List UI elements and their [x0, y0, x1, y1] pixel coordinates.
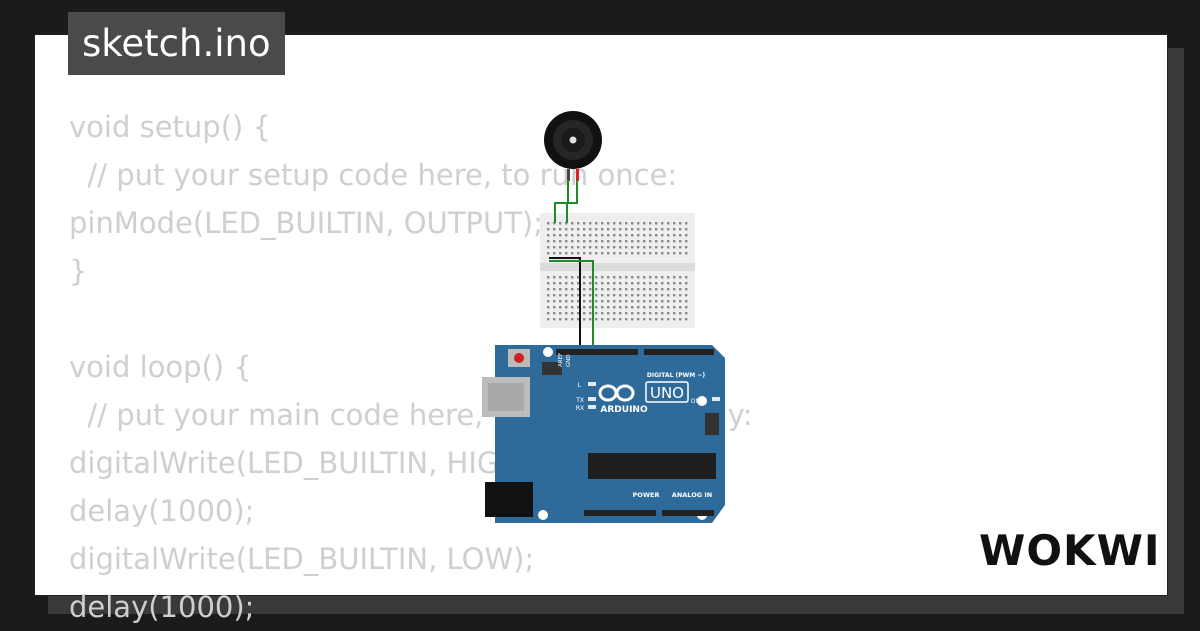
board-model: UNO	[650, 384, 684, 402]
code-line: pinMode(LED_BUILTIN, OUTPUT);	[69, 206, 543, 240]
buzzer[interactable]	[544, 111, 602, 181]
wokwi-logo-text: WOKWI	[979, 526, 1161, 575]
led-l-label: L	[578, 382, 582, 389]
board-brand: ARDUINO	[600, 405, 648, 415]
code-line: // put your setup code here, to run once…	[69, 158, 678, 192]
breadboard[interactable]	[540, 213, 695, 328]
code-line: void loop() {	[69, 350, 252, 384]
arduino-logo-icon	[598, 384, 635, 402]
led-tx-label: TX	[575, 397, 584, 404]
code-line: delay(1000);	[69, 590, 255, 624]
circuit-diagram: UNO ARDUINO DIGITAL (PWM ~) POWER ANALOG…	[482, 111, 725, 523]
code-line: }	[69, 254, 88, 288]
led-rx-label: RX	[576, 405, 584, 412]
file-tab[interactable]: sketch.ino	[68, 12, 285, 75]
aref-label: AREF	[558, 353, 564, 367]
analog-label: ANALOG IN	[672, 491, 712, 499]
code-line: delay(1000);	[69, 494, 255, 528]
code-line: void setup() {	[69, 110, 271, 144]
arduino-uno-board[interactable]: UNO ARDUINO DIGITAL (PWM ~) POWER ANALOG…	[482, 345, 725, 523]
power-label: POWER	[633, 491, 660, 499]
wires	[549, 180, 594, 353]
digital-label: DIGITAL (PWM ~)	[647, 372, 705, 379]
on-label: ON	[691, 398, 700, 405]
gnd-label: GND	[566, 354, 572, 367]
wokwi-logo: WOKWI	[979, 526, 1160, 575]
code-editor: void setup() { // put your setup code he…	[69, 103, 753, 631]
code-line: digitalWrite(LED_BUILTIN, LOW);	[69, 542, 535, 576]
